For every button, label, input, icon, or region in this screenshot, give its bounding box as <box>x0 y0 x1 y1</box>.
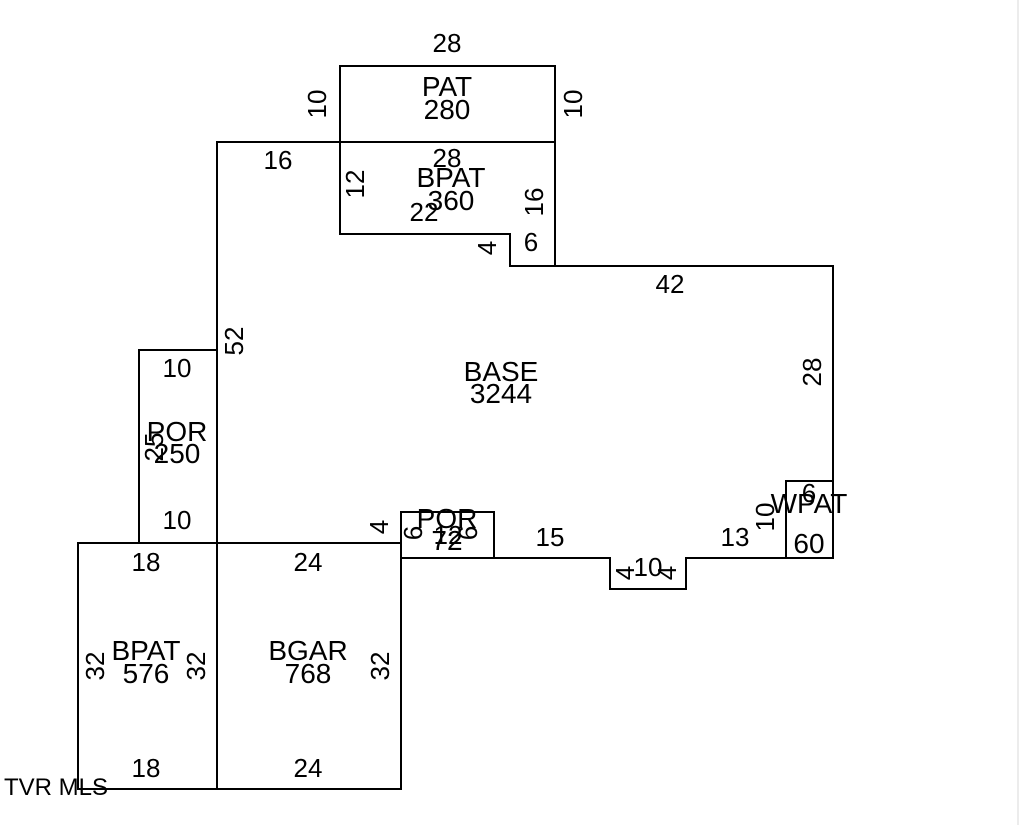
pat-outline <box>339 65 556 143</box>
por-small-sqft: 72 <box>431 525 462 556</box>
dim-bpat-top-left: 12 <box>340 170 370 199</box>
dim-bottom-13: 13 <box>721 522 750 552</box>
base-outline-left <box>216 141 340 543</box>
bpat-bottom-sqft: 576 <box>123 658 170 689</box>
bpat-bottom-code: BPAT <box>112 635 181 666</box>
dim-por-left-side: 25 <box>139 433 169 462</box>
dim-notch-6: 6 <box>524 227 538 257</box>
base-outline-bottom <box>400 511 786 590</box>
dim-por-left-bottom: 10 <box>163 505 192 535</box>
bpat-top-outline <box>339 142 556 267</box>
dim-bpat-bottom-left: 32 <box>80 652 110 681</box>
por-small-code: POR <box>417 503 478 534</box>
base-sqft: 3244 <box>470 378 532 409</box>
dim-bottom-notch-4a: 4 <box>610 566 640 580</box>
bpat-top-sqft: 360 <box>428 185 475 216</box>
wpat-sqft: 60 <box>793 528 824 559</box>
dim-bpat-top-width: 28 <box>433 143 462 173</box>
bgar-code: BGAR <box>268 635 347 666</box>
por-left-outline <box>138 349 217 543</box>
dim-pat-top: 28 <box>433 28 462 58</box>
dim-bpat-bottom-right: 32 <box>181 652 211 681</box>
bgar-outline <box>216 542 402 790</box>
dim-notch-4: 4 <box>472 241 502 255</box>
dim-base-right-side: 28 <box>797 358 827 387</box>
dim-por-small-4: 4 <box>364 520 394 534</box>
pat-code: PAT <box>422 71 472 102</box>
dim-bpat-top-right: 16 <box>519 188 549 217</box>
dim-base-right-top: 42 <box>656 269 685 299</box>
por-left-code: POR <box>147 416 208 447</box>
dim-por-small-6b: 6 <box>453 526 483 540</box>
wpat-code: WPAT <box>771 488 848 519</box>
tvr-mls-watermark: TVR MLS <box>4 774 108 801</box>
por-left-sqft: 250 <box>154 438 201 469</box>
dim-bottom-notch-4b: 4 <box>652 566 682 580</box>
dim-bpat-bottom-bottom: 18 <box>132 753 161 783</box>
dim-por-left-top: 10 <box>163 353 192 383</box>
pat-sqft: 280 <box>424 94 471 125</box>
dim-base-left-side: 52 <box>219 327 249 356</box>
dim-wpat-10: 10 <box>750 503 780 532</box>
dim-por-small-6: 6 <box>398 526 428 540</box>
dim-bpat-bottom-top: 18 <box>132 547 161 577</box>
bpat-top-code: BPAT <box>417 162 486 193</box>
dim-base-top-left: 16 <box>264 145 293 175</box>
dim-bpat-top-bottom: 22 <box>410 197 439 227</box>
dim-bgar-right: 32 <box>365 652 395 681</box>
dim-bottom-notch-10: 10 <box>634 552 663 582</box>
dim-pat-right: 10 <box>558 90 588 119</box>
dim-por-small-12: 12 <box>434 520 463 550</box>
dim-bgar-bottom: 24 <box>294 753 323 783</box>
dim-bottom-15: 15 <box>536 522 565 552</box>
dim-wpat-6: 6 <box>802 478 816 508</box>
bgar-sqft: 768 <box>285 658 332 689</box>
dim-pat-left: 10 <box>302 90 332 119</box>
base-code: BASE <box>464 356 539 387</box>
dim-bgar-top: 24 <box>294 547 323 577</box>
base-outline-right <box>555 265 834 559</box>
